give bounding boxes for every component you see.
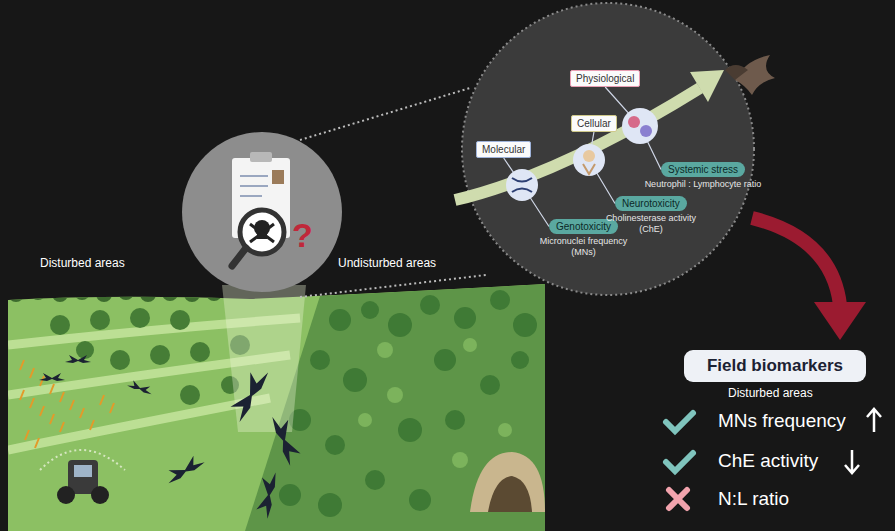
node-label: Physiological bbox=[576, 73, 634, 84]
landscape bbox=[8, 284, 545, 531]
check-mark bbox=[666, 413, 693, 431]
result-arrow-head bbox=[814, 302, 866, 340]
zoom-line bbox=[300, 88, 470, 140]
tractor bbox=[40, 450, 125, 504]
zoom-circle bbox=[462, 3, 754, 295]
bat-icon bbox=[725, 55, 775, 95]
node-label: Field biomarkers bbox=[707, 356, 843, 375]
text-label: Disturbed areas bbox=[40, 256, 125, 270]
dna-icon bbox=[506, 169, 538, 201]
field bbox=[8, 284, 545, 531]
node-label: Neurotoxicity bbox=[622, 198, 680, 209]
magnifier bbox=[182, 132, 342, 292]
node-description: Micronuclei frequency (MNs) bbox=[532, 236, 636, 258]
title-box: Field biomarkers bbox=[684, 350, 866, 382]
light-cone bbox=[222, 285, 306, 432]
text-label: Undisturbed areas bbox=[338, 256, 436, 270]
node-description: Cholinesterase activity (ChE) bbox=[601, 213, 701, 235]
text-label: ? bbox=[292, 216, 313, 255]
up-arrow bbox=[867, 409, 881, 432]
node-label: Systemic stress bbox=[668, 164, 738, 175]
cave bbox=[470, 452, 545, 512]
level-tag: Molecular bbox=[476, 141, 531, 158]
level-tag: Physiological bbox=[570, 70, 640, 87]
node-label: Cellular bbox=[577, 118, 611, 129]
connector bbox=[504, 158, 549, 227]
level-tag: Cellular bbox=[571, 115, 617, 132]
node-description: Neutrophil : Lymphocyte ratio bbox=[633, 179, 773, 190]
cross-mark bbox=[669, 490, 687, 508]
node-label: Genotoxicity bbox=[556, 221, 611, 232]
category-pill: Systemic stressNeutrophil : Lymphocyte r… bbox=[661, 162, 745, 177]
check-mark bbox=[666, 453, 693, 471]
node-label: Molecular bbox=[482, 144, 525, 155]
text-label: N:L ratio bbox=[718, 488, 789, 510]
category-pill: NeurotoxicityCholinesterase activity (Ch… bbox=[615, 196, 687, 211]
blood-icon bbox=[622, 108, 658, 144]
text-label: ChE activity bbox=[718, 450, 818, 472]
down-arrow bbox=[845, 450, 859, 473]
cell-icon bbox=[573, 144, 605, 176]
result-arrow bbox=[752, 218, 840, 305]
text-label: Disturbed areas bbox=[728, 386, 813, 400]
zoom-line bbox=[300, 275, 486, 297]
arrow-head bbox=[690, 70, 724, 102]
bats bbox=[39, 355, 303, 519]
text-label: MNs frequency bbox=[718, 410, 846, 432]
